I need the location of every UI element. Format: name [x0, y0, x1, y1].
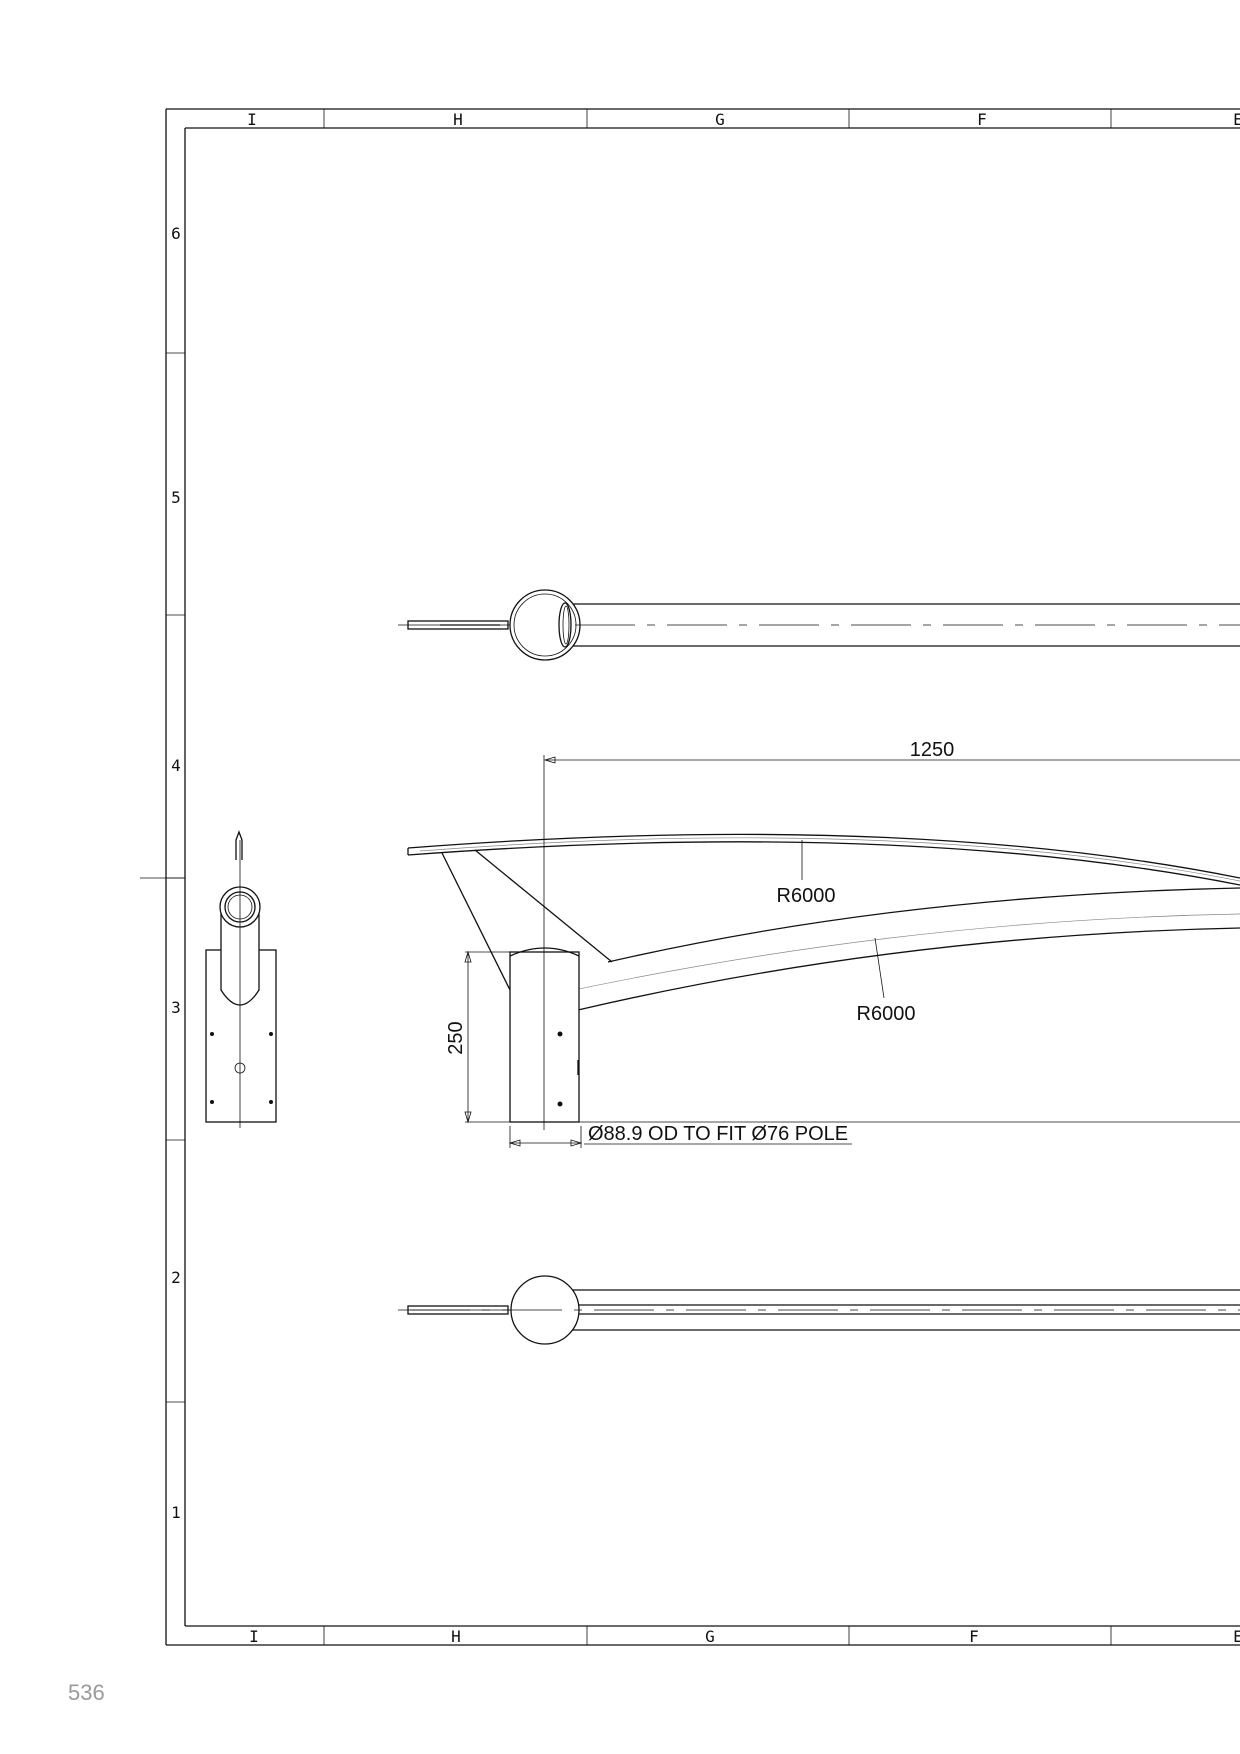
zone-label-col: F	[969, 1627, 979, 1646]
zone-label-col: I	[249, 1627, 259, 1646]
zone-label-row: 5	[171, 488, 181, 507]
zone-label-row: 6	[171, 224, 181, 243]
dimension-sleeve-height: 250	[445, 1021, 467, 1054]
zone-label-col: E	[1233, 1627, 1240, 1646]
page-number: 536	[68, 1680, 105, 1705]
side-view: 1250 R6000 R6000 250 Ø88.9 OD TO FIT Ø76…	[407, 739, 1240, 1148]
dimension-radius-lower: R6000	[857, 1003, 916, 1025]
row-zone-labels: 6 5 4 3 2 1	[171, 224, 181, 1522]
zone-label-col: G	[705, 1627, 715, 1646]
dimension-radius-upper: R6000	[777, 885, 836, 907]
dimension-length: 1250	[910, 739, 955, 761]
zone-label-row: 3	[171, 998, 181, 1017]
zone-label-row: 4	[171, 756, 181, 775]
zone-label-col: E	[1233, 110, 1240, 129]
zone-label-row: 1	[171, 1503, 181, 1522]
zone-label-col: F	[977, 110, 987, 129]
sheet-border	[140, 108, 1240, 1646]
sleeve-note: Ø88.9 OD TO FIT Ø76 POLE	[588, 1123, 848, 1145]
column-zone-labels-top: I H G F E	[247, 110, 1240, 129]
zone-label-row: 2	[171, 1268, 181, 1287]
top-view	[398, 589, 1240, 661]
zone-label-col: H	[453, 110, 463, 129]
zone-label-col: G	[715, 110, 725, 129]
end-view	[205, 830, 277, 1128]
zone-label-col: I	[247, 110, 257, 129]
zone-label-col: H	[451, 1627, 461, 1646]
column-zone-labels-bottom: I H G F E	[249, 1627, 1240, 1646]
bottom-view	[398, 1275, 1240, 1345]
